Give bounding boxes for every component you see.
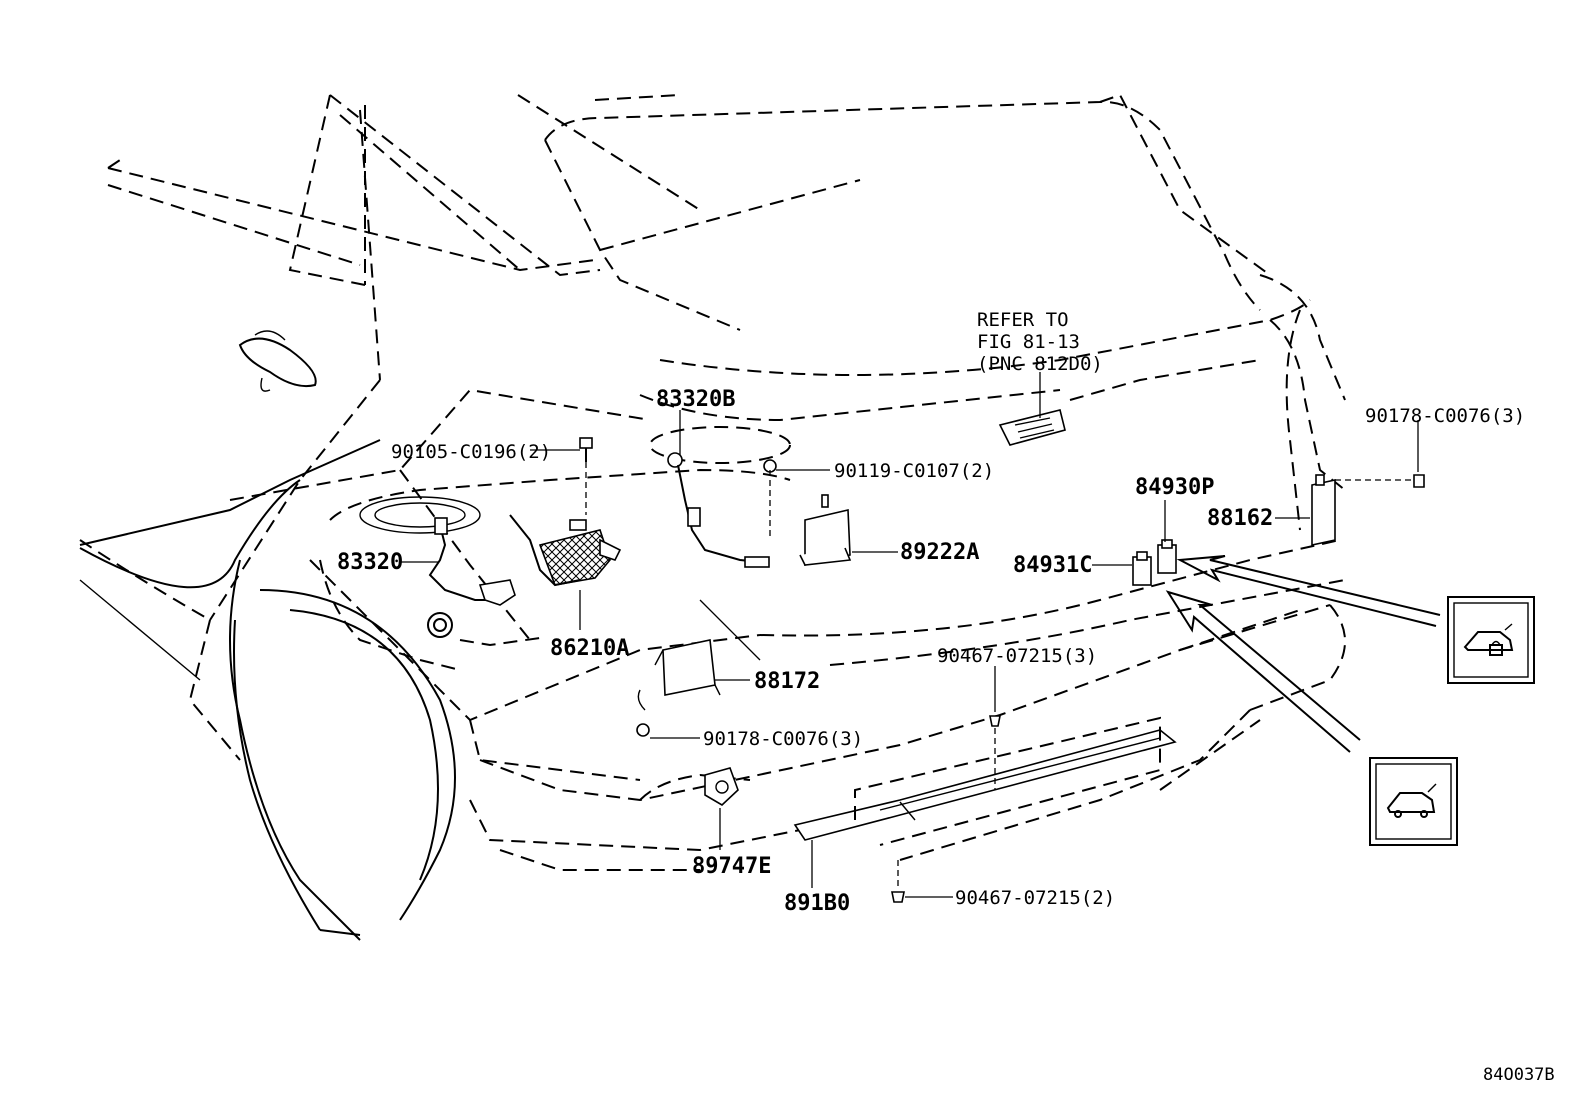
label-90105: 90105-C0196(2) <box>391 441 551 463</box>
label-84931C: 84931C <box>1013 553 1092 578</box>
part-89222A-ecu <box>799 494 852 566</box>
part-labels: REFER TO FIG 81-13 (PNC 812D0) 83320B 90… <box>337 309 1555 1085</box>
part-891B0-rail <box>793 716 1177 846</box>
part-door-handle-switch <box>998 409 1066 446</box>
label-84930P: 84930P <box>1135 475 1214 500</box>
refer-note-line1: REFER TO <box>977 309 1069 331</box>
part-84930P-switch <box>1157 539 1177 574</box>
refer-note-line3: (PNC 812D0) <box>977 353 1103 375</box>
part-83320-sensor <box>428 517 516 606</box>
part-90467-clips <box>891 715 1001 903</box>
label-88162: 88162 <box>1207 506 1273 531</box>
label-89222A: 89222A <box>900 540 979 565</box>
part-86210A-module <box>509 514 622 587</box>
pointer-arrows <box>1165 555 1441 753</box>
vehicle-rear-lock-icon <box>1447 596 1535 684</box>
label-89747E: 89747E <box>692 854 771 879</box>
figure-code: 84O037B <box>1483 1065 1555 1085</box>
label-86210A: 86210A <box>550 636 629 661</box>
label-83320B: 83320B <box>656 387 735 412</box>
label-891B0: 891B0 <box>784 891 850 916</box>
label-90178-right: 90178-C0076(3) <box>1365 405 1525 427</box>
label-83320: 83320 <box>337 550 403 575</box>
part-84931C-switch <box>1132 551 1152 586</box>
label-90467-top: 90467-07215(3) <box>937 645 1097 667</box>
label-90467-bottom: 90467-07215(2) <box>955 887 1115 909</box>
refer-note-line2: FIG 81-13 <box>977 331 1080 353</box>
part-89747E-sensor <box>704 767 739 806</box>
label-88172: 88172 <box>754 669 820 694</box>
vehicle-rear-open-icon <box>1369 757 1458 846</box>
part-88162-module <box>1311 474 1425 546</box>
label-90178-left: 90178-C0076(3) <box>703 728 863 750</box>
part-90105-bolt <box>579 437 593 462</box>
part-88172-module <box>636 639 721 737</box>
label-90119: 90119-C0107(2) <box>834 460 994 482</box>
leader-lines <box>400 372 1419 898</box>
vehicle-outline <box>79 93 1346 941</box>
part-83320B-sensor <box>667 452 770 568</box>
